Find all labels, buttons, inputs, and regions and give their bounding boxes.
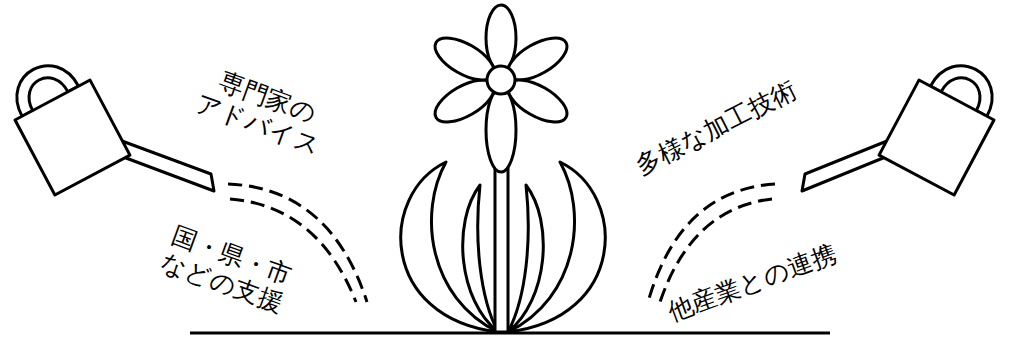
leaf [463, 185, 498, 332]
petals [429, 5, 574, 172]
flower-center [487, 66, 515, 94]
watering-can [802, 48, 1009, 195]
stem [495, 150, 508, 332]
callout-label: 国・県・市 などの支援 [148, 218, 304, 322]
can-spout [122, 141, 214, 191]
petal [486, 88, 516, 172]
callout-label: 専門家の アドバイス [184, 60, 340, 164]
can-body [15, 80, 130, 195]
leaf [401, 162, 498, 332]
watering-can [0, 48, 214, 195]
water-stream [228, 184, 775, 302]
can-spout [802, 141, 887, 191]
callout-label: 多様な加工技術 [615, 67, 817, 189]
leaf [508, 162, 605, 332]
can-body [879, 80, 994, 195]
leaf [508, 185, 543, 332]
callout-label: 他産業との連携 [647, 233, 857, 333]
